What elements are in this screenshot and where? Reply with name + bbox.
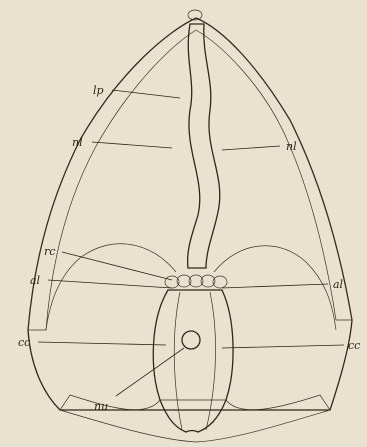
label-cc-right: cc bbox=[348, 339, 360, 352]
label-nl-right: nl bbox=[286, 140, 297, 153]
label-al-left: al bbox=[30, 274, 41, 287]
label-cc-left: cc bbox=[18, 336, 30, 349]
label-al-right: al bbox=[333, 278, 344, 291]
label-rc: rc bbox=[44, 245, 55, 258]
label-lp: lp bbox=[93, 84, 104, 97]
label-nu: nu bbox=[94, 400, 108, 413]
label-nl-left: nl bbox=[72, 136, 83, 149]
